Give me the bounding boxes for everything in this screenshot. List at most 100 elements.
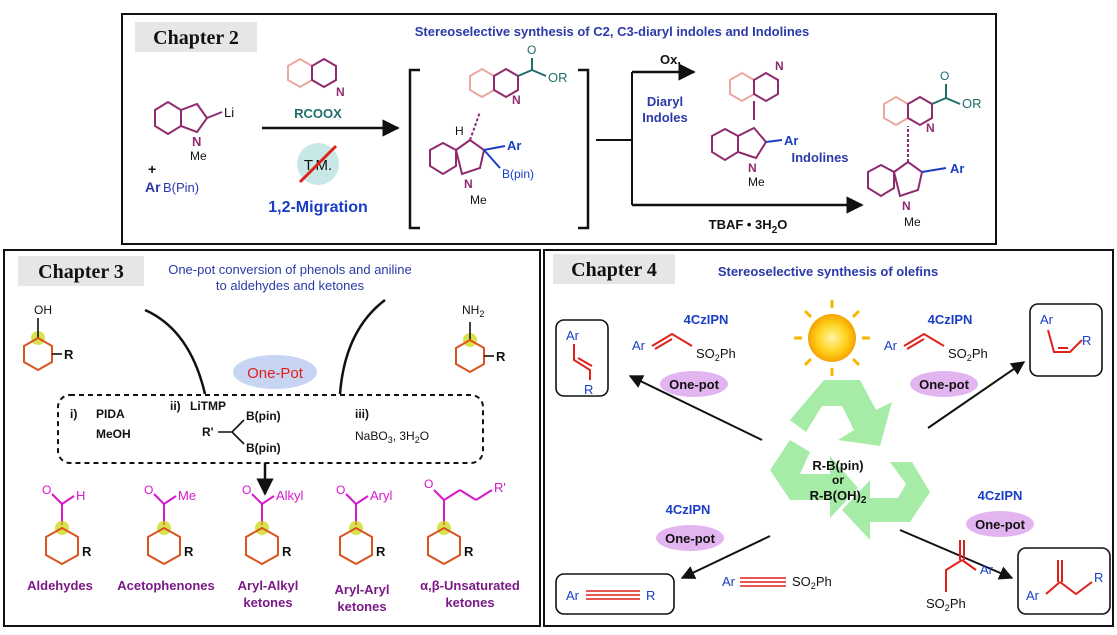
phenol-r: R	[64, 347, 74, 362]
product-3-name-1: Aryl-Alkyl	[238, 578, 299, 593]
rcoox-label: RCOOX	[294, 106, 342, 121]
tbaf-label: TBAF • 3H2O	[709, 217, 788, 236]
product-1-aldehyde: O	[42, 483, 79, 566]
chapter3-frame	[3, 249, 541, 627]
tl-ar: Ar	[632, 338, 646, 353]
phenol-curve	[144, 308, 207, 395]
diaryl-label-1: Diaryl	[647, 94, 683, 109]
center-reagent-1: R-B(pin)	[812, 458, 863, 473]
z-olefin-r: R	[1082, 333, 1091, 348]
indoline-o: O	[940, 69, 949, 83]
aniline-curve	[338, 299, 386, 395]
chapter2-label: Chapter 2	[153, 27, 239, 49]
aniline-nh2: NH2	[462, 303, 484, 319]
step2-bpin-1: B(pin)	[246, 409, 281, 423]
svg-text:O: O	[42, 483, 51, 497]
step2-reagent-a: LiTMP	[190, 399, 226, 413]
indoline-n: N	[926, 121, 935, 135]
diaryl-indole-n2: N	[748, 161, 757, 175]
product-2-acetophenone: O	[144, 483, 181, 566]
right-bracket	[578, 68, 590, 230]
one-pot-badge	[233, 355, 317, 389]
bl-catalyst: 4CzIPN	[666, 502, 711, 517]
arrow-to-e-olefin	[628, 375, 763, 441]
tl-one-pot-badge	[660, 371, 728, 397]
diaryl-indole-n: N	[775, 59, 784, 73]
svg-text:O: O	[144, 483, 153, 497]
product-4-aryl-aryl: O	[336, 483, 373, 566]
diaryl-indole-structure	[711, 71, 783, 162]
chapter4-title: Stereoselective synthesis of olefins	[718, 264, 938, 279]
z-olefin-box	[1029, 303, 1103, 377]
diaryl-indole-ar: Ar	[784, 133, 798, 148]
intermediate-h: H	[455, 124, 464, 138]
indoline-n2: N	[902, 199, 911, 213]
intermediate-or: OR	[548, 70, 568, 85]
center-reagent-3: R-B(OH)2	[810, 488, 867, 506]
aniline-r: R	[496, 349, 506, 364]
tr-ar: Ar	[884, 338, 898, 353]
arrow-to-z-olefin	[927, 361, 1026, 429]
disubstituted-ar: Ar	[1026, 588, 1040, 603]
br-reagent-ar: Ar	[980, 562, 994, 577]
chapter3-label: Chapter 3	[38, 261, 124, 283]
bl-one-pot-label: One-pot	[665, 531, 715, 546]
intermediate-bpin: B(pin)	[502, 167, 534, 181]
chapter3-title-2: to aldehydes and ketones	[216, 278, 365, 293]
e-olefin-r: R	[584, 382, 593, 397]
svg-text:R: R	[376, 544, 386, 559]
product-1-name: Aldehydes	[27, 578, 93, 593]
diaryl-indole-me: Me	[748, 175, 765, 189]
product-2-name: Acetophenones	[117, 578, 215, 593]
tl-so2ph: SO2Ph	[696, 346, 736, 363]
aniline-ring	[455, 338, 485, 374]
lithio-indole-structure	[154, 100, 223, 136]
product-1-top: H	[76, 488, 85, 503]
indole-me-label: Me	[190, 149, 207, 163]
svg-text:R: R	[82, 544, 92, 559]
indoline-ar: Ar	[950, 161, 964, 176]
br-reagent-so2ph: SO2Ph	[926, 596, 966, 613]
tr-one-pot-label: One-pot	[919, 377, 969, 392]
intermediate-me: Me	[470, 193, 487, 207]
step2-r: R'	[202, 425, 214, 439]
step1-number: i)	[70, 407, 77, 421]
tr-catalyst: 4CzIPN	[928, 312, 973, 327]
plus-sign: +	[148, 161, 156, 177]
chapter4-label: Chapter 4	[571, 259, 657, 281]
tl-catalyst: 4CzIPN	[684, 312, 729, 327]
chapter3-panel: Chapter 3 One-pot conversion of phenols …	[3, 249, 541, 627]
bl-so2ph: SO2Ph	[792, 574, 832, 591]
arbpin-bpin: B(Pin)	[163, 180, 199, 195]
indoline-or: OR	[962, 96, 982, 111]
intermediate-ar: Ar	[507, 138, 521, 153]
product-5-name-2: ketones	[445, 595, 494, 610]
tr-one-pot-badge	[910, 371, 978, 397]
diaryl-label-2: Indoles	[642, 110, 688, 125]
product-4-name-1: Aryl-Aryl	[335, 582, 390, 597]
br-catalyst: 4CzIPN	[978, 488, 1023, 503]
chapter2-panel: Chapter 2 Stereoselective synthesis of C…	[121, 13, 997, 245]
phenol-oh: OH	[34, 303, 52, 317]
indolines-label: Indolines	[791, 150, 848, 165]
bl-one-pot-badge	[656, 525, 724, 551]
chapter3-label-bg	[18, 256, 144, 286]
chapter4-label-bg	[553, 254, 675, 284]
br-one-pot-badge	[966, 511, 1034, 537]
arrow-to-alkyne	[680, 535, 771, 579]
step3-reagent: NaBO3, 3H2O	[355, 429, 429, 445]
step1-reagent-b: MeOH	[96, 427, 131, 441]
alkyne-box	[555, 573, 675, 615]
step1-reagent-a: PIDA	[96, 407, 125, 421]
center-reagent-2: or	[832, 473, 844, 487]
arbpin-ar: Ar	[145, 179, 161, 195]
indoline-structure	[867, 84, 961, 198]
product-2-top: Me	[178, 488, 196, 503]
alkyne-r: R	[646, 588, 655, 603]
disubstituted-box	[1017, 547, 1111, 615]
product-5-unsaturated: O	[424, 477, 493, 566]
quinoline-reagent-structure	[287, 57, 313, 89]
arrow-to-disubstituted	[899, 529, 1014, 580]
product-4-top: Aryl	[370, 488, 393, 503]
product-3-top: Alkyl	[276, 488, 304, 503]
